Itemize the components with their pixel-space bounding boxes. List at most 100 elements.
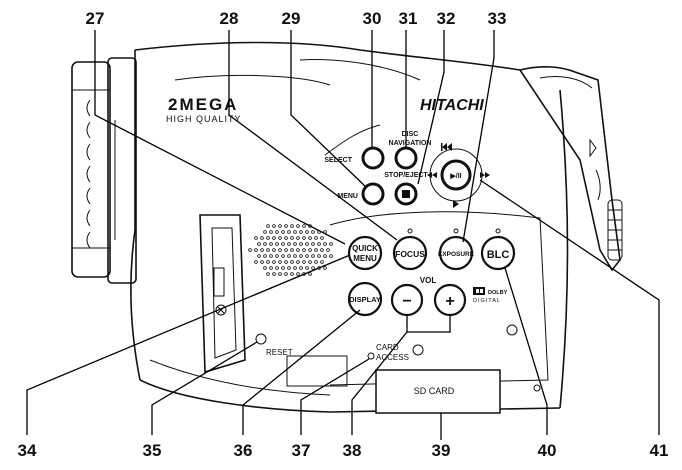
speaker-hole [323, 266, 327, 270]
speaker-hole [323, 254, 327, 258]
speaker-hole [329, 254, 333, 258]
speaker-hole [260, 236, 264, 240]
callout-38: 38 [343, 441, 362, 460]
display-button[interactable]: DISPLAY [347, 281, 383, 317]
speaker-hole [299, 230, 303, 234]
speaker-hole [275, 254, 279, 258]
disc-navigation-button[interactable]: DISC NAVIGATION [389, 131, 432, 170]
speaker-hole [293, 230, 297, 234]
speaker-hole [320, 248, 324, 252]
display-label: DISPLAY [349, 295, 381, 304]
speaker-hole [263, 230, 267, 234]
callout-35: 35 [143, 441, 162, 460]
speaker-hole [290, 260, 294, 264]
right-grip [518, 66, 623, 272]
callout-33: 33 [488, 9, 507, 28]
quick-label: QUICK [352, 244, 378, 253]
model-logo: 2MEGA [168, 95, 238, 114]
leader-lines [26, 30, 660, 435]
speaker-hole [320, 260, 324, 264]
callout-28: 28 [220, 9, 239, 28]
callout-36: 36 [234, 441, 253, 460]
callout-32: 32 [437, 9, 456, 28]
reset-label: RESET [266, 348, 293, 357]
speaker-hole [314, 260, 318, 264]
speaker-hole [299, 254, 303, 258]
volume-down-button[interactable]: − [390, 283, 424, 317]
exposure-button[interactable]: EXPOSURE [438, 228, 475, 271]
sd-card-slot[interactable]: SD CARD [375, 369, 501, 414]
stop-icon [402, 190, 410, 198]
card-access-lamp: CARD ACCESS [367, 343, 409, 362]
speaker-hole [263, 242, 267, 246]
speaker-hole [281, 254, 285, 258]
plus-icon: + [445, 293, 454, 310]
speaker-hole [281, 230, 285, 234]
menu-label: MENU [337, 193, 358, 200]
menu-sub-label: MENU [353, 254, 377, 263]
speaker-hole [326, 248, 330, 252]
access-label: ACCESS [376, 353, 409, 362]
recessed-panel [286, 355, 348, 387]
focus-button[interactable]: FOCUS [392, 228, 428, 271]
speaker-hole [302, 248, 306, 252]
speaker-hole [296, 236, 300, 240]
speaker-hole [308, 236, 312, 240]
callout-31: 31 [399, 9, 418, 28]
blc-button[interactable]: BLC [480, 228, 516, 271]
speaker-hole [284, 236, 288, 240]
stop-eject-button[interactable]: STOP/EJECT [384, 172, 428, 206]
speaker-hole [293, 266, 297, 270]
speaker-hole [296, 272, 300, 276]
speaker-hole [314, 248, 318, 252]
callout-41: 41 [650, 441, 669, 460]
speaker-hole [308, 248, 312, 252]
navigation-label: NAVIGATION [389, 140, 432, 147]
speaker-hole [329, 242, 333, 246]
playback-dial[interactable]: ▶/II [427, 143, 490, 208]
speaker-hole [281, 242, 285, 246]
speaker-hole [287, 230, 291, 234]
screw-hole [533, 384, 541, 392]
control-arc [324, 124, 381, 156]
speaker-hole [290, 224, 294, 228]
speaker-hole [272, 224, 276, 228]
vol-label: VOL [420, 276, 437, 285]
focus-label: FOCUS [395, 249, 425, 259]
quick-menu-button[interactable]: QUICK MENU [347, 235, 383, 271]
volume-up-button[interactable]: + [433, 283, 467, 317]
menu-button[interactable]: MENU [337, 182, 385, 206]
lcd-hinge-panel [199, 214, 246, 374]
callout-27: 27 [86, 9, 105, 28]
speaker-hole [269, 266, 273, 270]
card-label: CARD [376, 343, 399, 352]
speaker-hole [302, 224, 306, 228]
speaker-hole [278, 260, 282, 264]
speaker-hole [266, 260, 270, 264]
speaker-hole [275, 242, 279, 246]
callout-37: 37 [292, 441, 311, 460]
speaker-hole [308, 260, 312, 264]
speaker-hole [320, 236, 324, 240]
reset-switch[interactable]: RESET [255, 333, 293, 357]
fast-forward-icon [480, 172, 490, 178]
speaker-hole [275, 266, 279, 270]
speaker-hole [275, 230, 279, 234]
speaker-hole [311, 242, 315, 246]
speaker-hole [299, 242, 303, 246]
speaker-hole [260, 260, 264, 264]
skip-back-icon [441, 143, 452, 151]
speaker-hole [272, 260, 276, 264]
blc-label: BLC [487, 249, 510, 261]
speaker-hole [278, 272, 282, 276]
speaker-hole [284, 272, 288, 276]
speaker-hole [311, 254, 315, 258]
screw-hole [412, 344, 424, 356]
speaker-hole [323, 242, 327, 246]
speaker-hole [266, 248, 270, 252]
select-button[interactable]: SELECT [324, 146, 385, 170]
speaker-hole [290, 236, 294, 240]
rewind-icon [427, 172, 437, 178]
